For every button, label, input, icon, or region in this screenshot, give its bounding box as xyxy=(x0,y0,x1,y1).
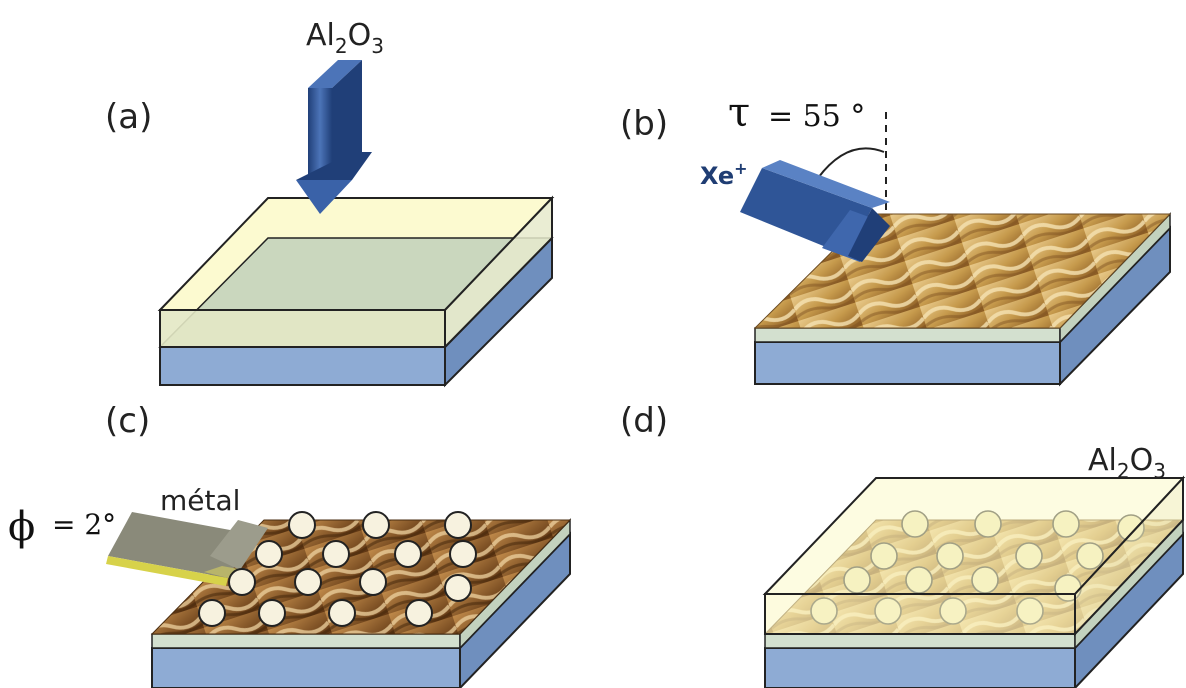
nanoparticle xyxy=(258,599,286,627)
nanoparticle xyxy=(359,568,387,596)
nanoparticle xyxy=(228,568,256,596)
nanoparticle xyxy=(255,540,283,568)
panel-b-angle-value: = 55 ° xyxy=(768,99,865,134)
panel-c-nanoparticles xyxy=(198,511,477,627)
panel-a-alumina-front xyxy=(159,309,446,348)
panel-a-arrow-label: Al2O3 xyxy=(306,18,384,58)
panel-c: (c) métal ϕ = 2° xyxy=(8,401,572,688)
nanoparticle xyxy=(198,599,226,627)
nanoparticle xyxy=(449,540,477,568)
nanoparticle xyxy=(294,568,322,596)
panel-d-cap-side xyxy=(1074,475,1184,637)
nanoparticle xyxy=(288,511,316,539)
panel-a-deposition-arrow xyxy=(296,60,372,214)
panel-d-substrate-front xyxy=(764,647,1076,688)
panel-d-thin-layer-front xyxy=(764,633,1076,649)
panel-a-substrate-front xyxy=(159,346,446,386)
panel-b-beam-label: Xe+ xyxy=(700,159,748,190)
panel-c-angle-symbol: ϕ xyxy=(8,504,35,550)
panel-b-angle-arc xyxy=(817,147,885,179)
panel-d-label: (d) xyxy=(620,401,668,441)
panel-c-label: (c) xyxy=(105,401,150,441)
panel-a-label: (a) xyxy=(105,97,152,137)
panel-b-thin-layer-front xyxy=(754,327,1061,343)
panel-b-substrate-front xyxy=(754,341,1061,385)
panel-c-angle-value: = 2° xyxy=(52,508,116,541)
panel-d-cap-label: Al2O3 xyxy=(1088,443,1166,483)
panel-c-substrate-front xyxy=(151,647,461,688)
panel-a-alumina-side xyxy=(444,195,553,350)
nanoparticle xyxy=(394,540,422,568)
panel-b: (b) τ = 55 ° Xe+ xyxy=(620,90,1172,387)
panel-b-angle-symbol: τ xyxy=(728,90,750,136)
panel-c-beam-label: métal xyxy=(160,484,240,517)
nanoparticle xyxy=(444,574,472,602)
panel-c-thin-layer-front xyxy=(151,633,461,649)
nanoparticle xyxy=(328,599,356,627)
panel-b-ion-beam xyxy=(740,160,890,262)
nanoparticle xyxy=(362,511,390,539)
panel-b-label: (b) xyxy=(620,104,668,144)
nanoparticle xyxy=(444,511,472,539)
nanoparticle xyxy=(405,599,433,627)
nanoparticle xyxy=(322,540,350,568)
panel-d: (d) Al2O3 xyxy=(620,401,1186,688)
panel-a: (a) Al2O3 xyxy=(105,18,555,388)
panel-d-cap-front xyxy=(764,593,1076,635)
